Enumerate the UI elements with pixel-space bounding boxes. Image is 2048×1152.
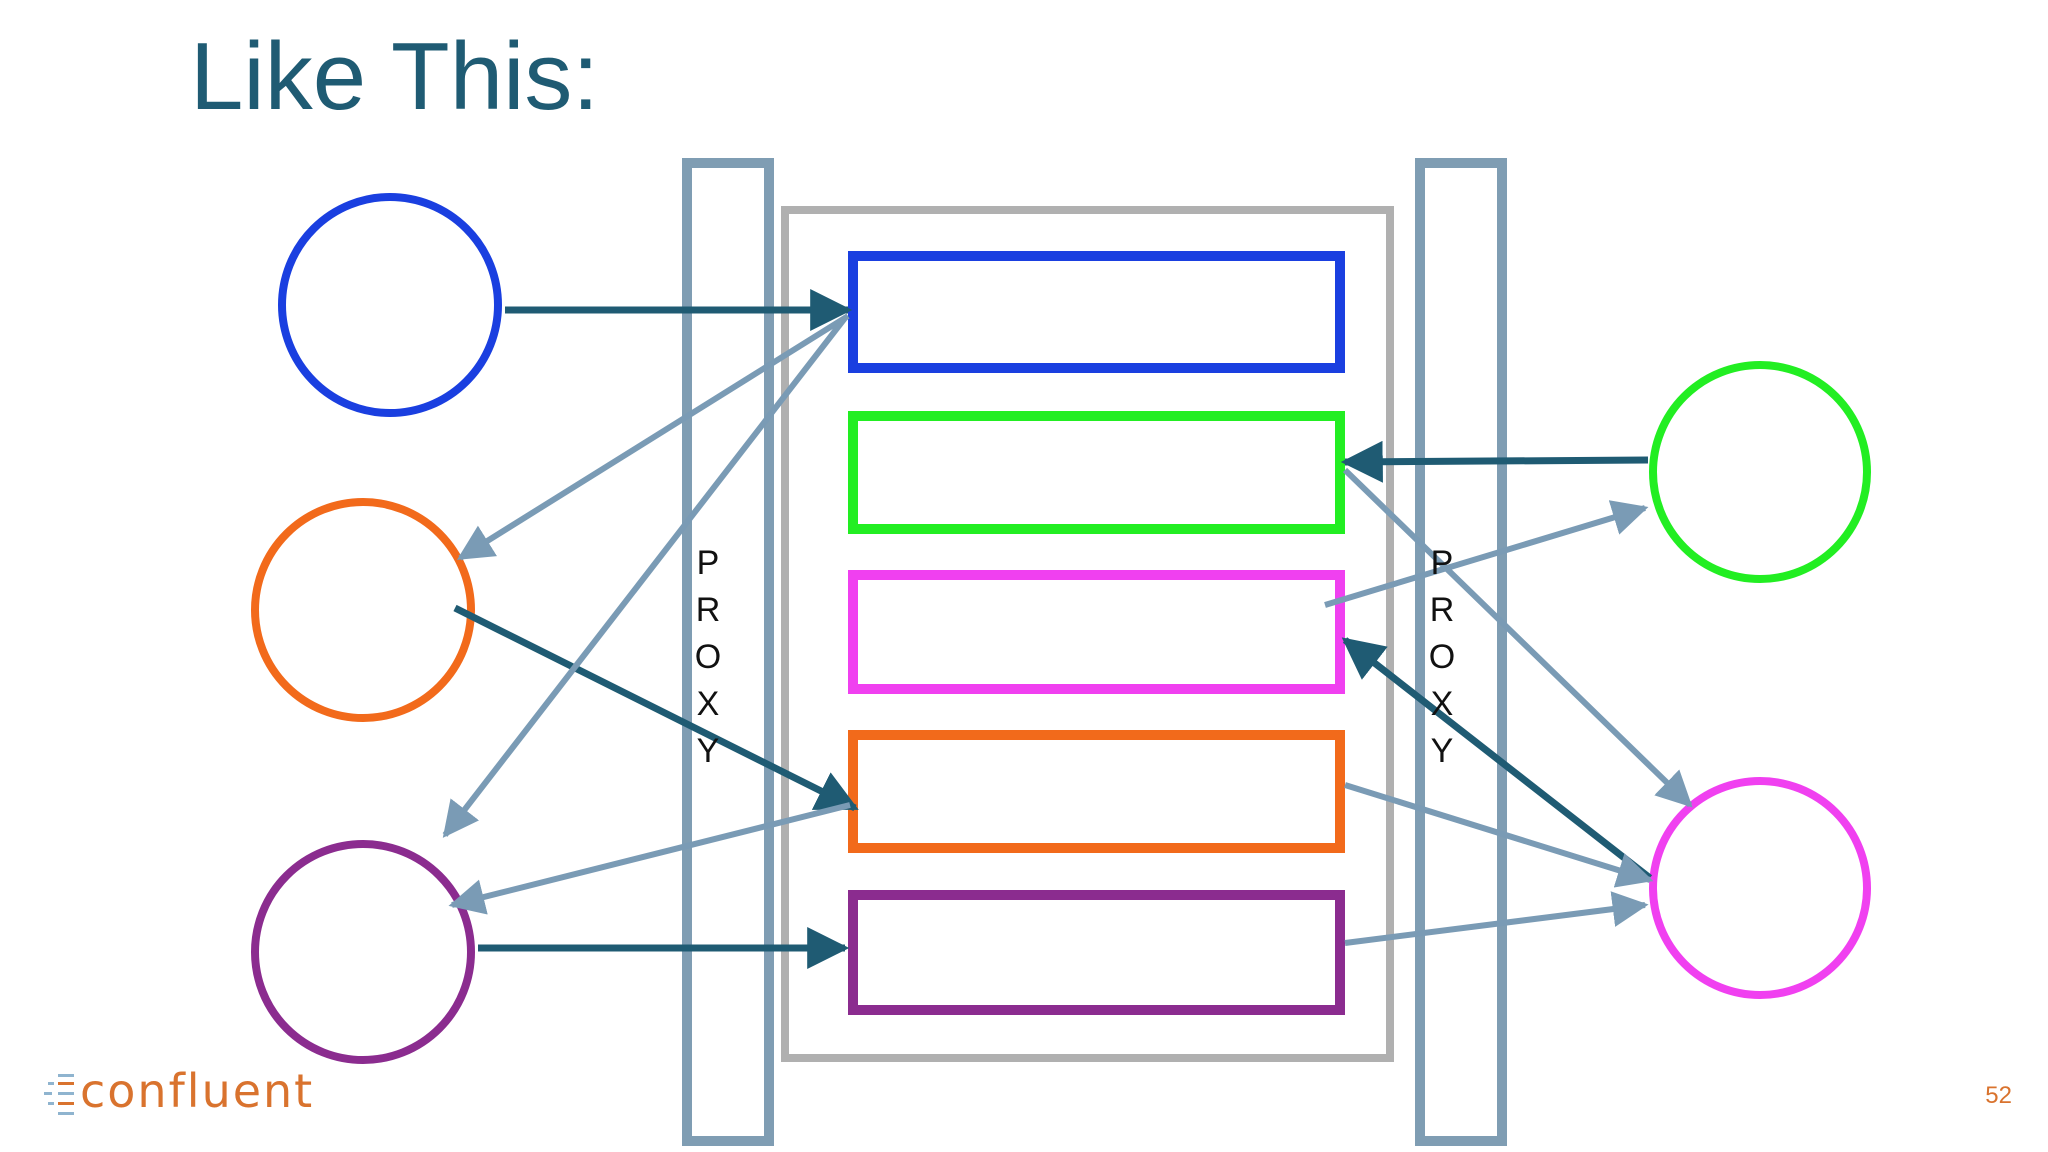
page-number: 52 — [1985, 1082, 2012, 1109]
arrow-green-write — [1340, 440, 1649, 483]
client-purple — [251, 840, 475, 1064]
partition-purple — [848, 890, 1345, 1015]
client-green — [1649, 361, 1871, 583]
proxy-letter: P — [696, 544, 720, 582]
partition-blue — [848, 251, 1345, 373]
proxy-letter: R — [1429, 591, 1455, 629]
partition-orange — [848, 730, 1345, 853]
cluster-frame — [781, 206, 1394, 1062]
proxy-letter: R — [695, 591, 721, 629]
arrow-orange-write — [453, 604, 859, 812]
arrow-green-to-magenta — [1342, 467, 1693, 808]
confluent-logo-icon — [44, 1074, 74, 1115]
right-proxy-label: P R O X Y — [1422, 540, 1462, 775]
logo-wordmark: confluent — [80, 1064, 315, 1118]
client-blue — [278, 193, 502, 417]
arrow-magenta-to-green — [1324, 500, 1649, 608]
proxy-letter: Y — [696, 732, 720, 770]
arrow-blue-to-orange — [456, 313, 850, 561]
arrow-purple-to-magenta — [1344, 891, 1649, 946]
proxy-letter: Y — [1430, 732, 1454, 770]
arrow-blue-to-purple — [442, 316, 848, 838]
arrow-orange-to-magenta — [1344, 782, 1654, 888]
proxy-letter: O — [694, 638, 722, 676]
proxy-letter: O — [1428, 638, 1456, 676]
slide-title: Like This: — [190, 23, 600, 130]
partition-green — [848, 411, 1345, 534]
proxy-letter: P — [1430, 544, 1454, 582]
client-magenta — [1649, 777, 1871, 999]
right-proxy-bar — [1415, 158, 1507, 1146]
client-orange — [251, 498, 475, 722]
proxy-letter: X — [696, 685, 720, 723]
confluent-logo: confluent — [40, 1068, 320, 1126]
arrow-magenta-write — [1341, 637, 1653, 881]
proxy-letter: X — [1430, 685, 1454, 723]
left-proxy-label: P R O X Y — [688, 540, 728, 775]
arrow-orange-to-purple — [448, 802, 851, 915]
partition-magenta — [848, 570, 1345, 694]
left-proxy-bar — [682, 158, 774, 1146]
